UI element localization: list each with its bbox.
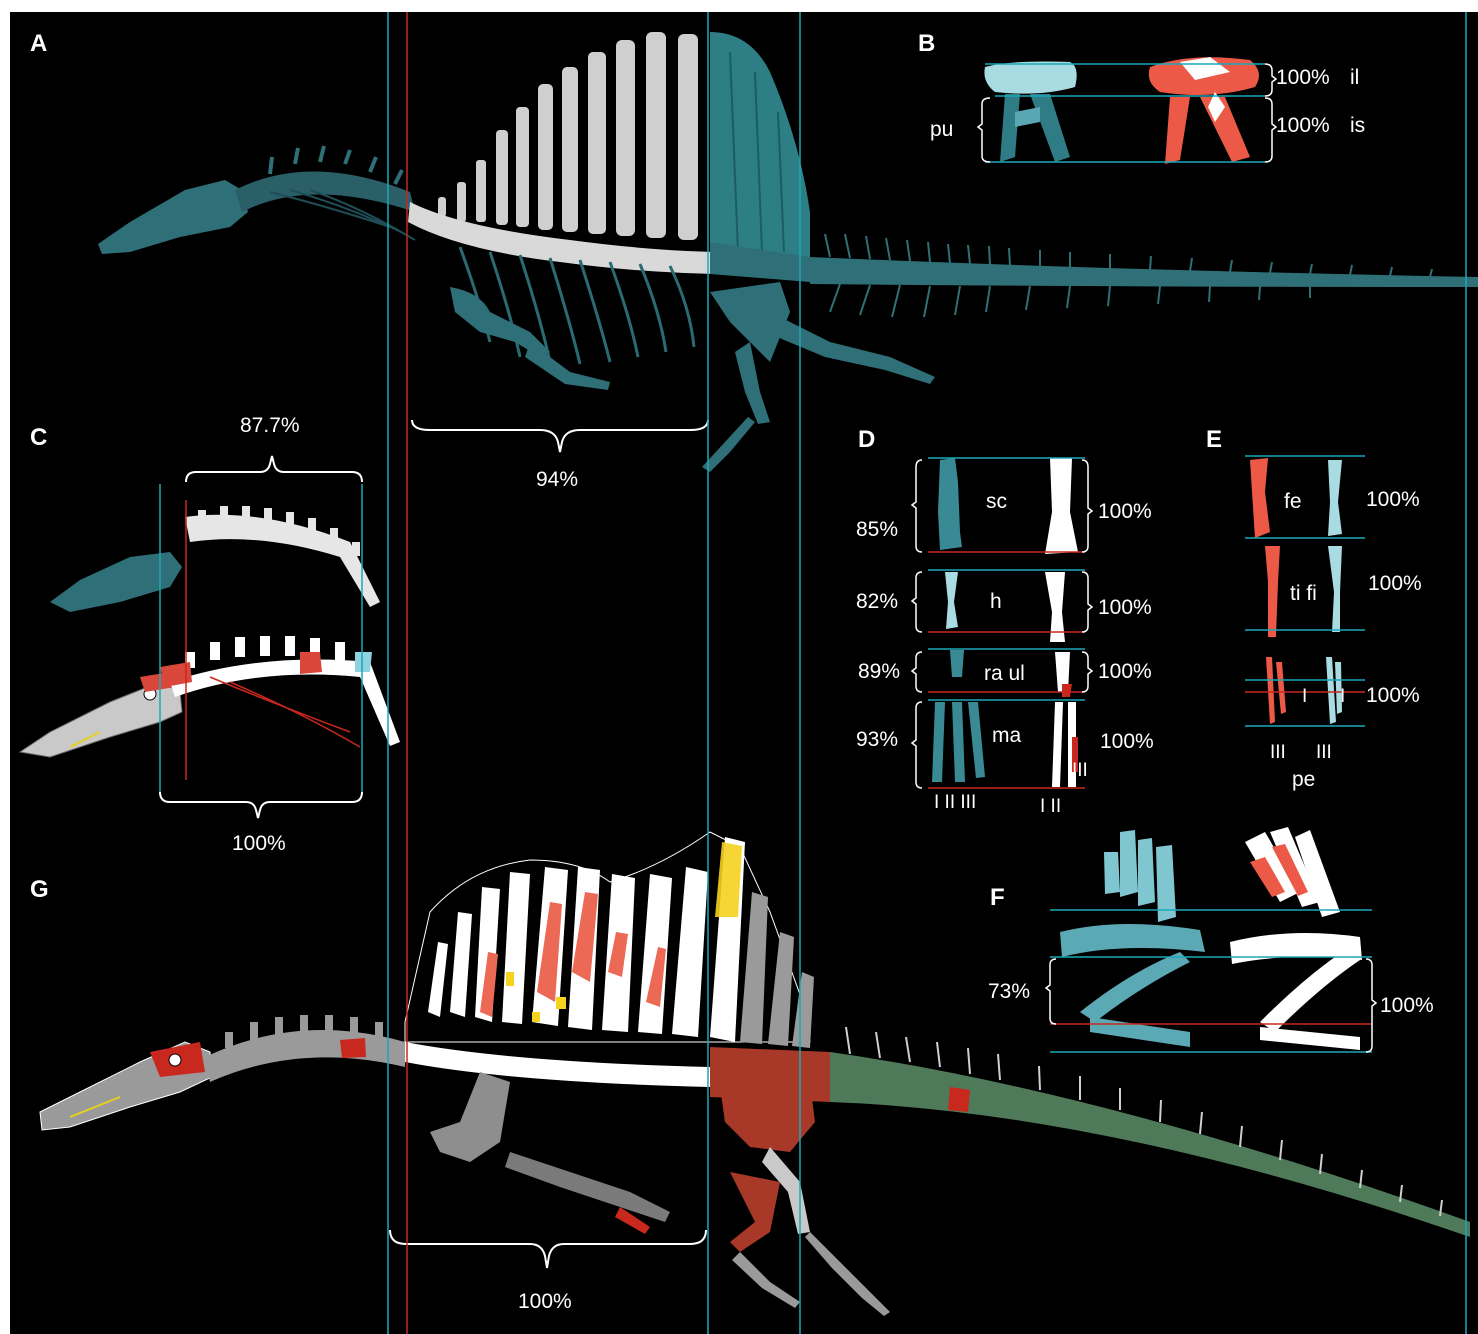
panel-label-f: F (990, 884, 1005, 912)
panel-g-bracket (390, 1230, 706, 1268)
panel-a-skeleton (98, 32, 1478, 472)
panel-label-e: E (1206, 426, 1222, 454)
panel-d-raul-label: ra ul (984, 662, 1025, 686)
panel-b-pubis-label: pu (930, 118, 953, 142)
panel-a-bracket (412, 420, 708, 452)
sail-rear-a (710, 32, 810, 262)
panel-e-digit-iii-right: III (1316, 742, 1332, 764)
panel-f-right-percent: 100% (1380, 994, 1434, 1018)
panel-e-tifi-label: ti fi (1290, 582, 1317, 606)
panel-label-c: C (30, 424, 47, 452)
panel-label-a: A (30, 30, 47, 58)
panel-a-sail-percent: 94% (536, 468, 578, 492)
panel-d-sc-right-percent: 100% (1098, 500, 1152, 524)
panel-e-digit-i-right: I (1340, 686, 1345, 708)
panel-e-tifi-percent: 100% (1368, 572, 1422, 596)
tail-a (810, 257, 1478, 287)
panel-d-h-left-percent: 82% (856, 590, 898, 614)
panel-c (20, 456, 400, 818)
panel-d-ma-right-percent: 100% (1100, 730, 1154, 754)
figure-drawing (10, 12, 1478, 1334)
panel-b-ilium-label: il (1350, 66, 1359, 90)
panel-g-skeleton (40, 832, 1470, 1316)
panel-c-bottom-percent: 100% (232, 832, 286, 856)
panel-d-sc-left-percent: 85% (856, 518, 898, 542)
panel-d-raul-left-percent: 89% (858, 660, 900, 684)
figure-panel: A B C D E F G 94% pu 100% il 100% is 87.… (10, 12, 1478, 1334)
tail-g (830, 1052, 1470, 1237)
panel-b-is-percent: 100% (1276, 114, 1330, 138)
panel-e-digit-iii-left: III (1270, 742, 1286, 764)
panel-label-b: B (918, 30, 935, 58)
panel-f (1046, 827, 1376, 1052)
panel-e-fe-label: fe (1284, 490, 1302, 514)
panel-f-left-percent: 73% (988, 980, 1030, 1004)
panel-d-digit-iii-label: III (1072, 760, 1088, 782)
panel-c-top-percent: 87.7% (240, 414, 300, 438)
panel-d-h-label: h (990, 590, 1002, 614)
panel-d-raul-right-percent: 100% (1098, 660, 1152, 684)
panel-d-sc-label: sc (986, 490, 1007, 514)
panel-e-pes-label: pe (1292, 768, 1315, 792)
panel-d-digits-left: I II III (934, 792, 976, 814)
panel-b-pelvis (984, 57, 1259, 164)
panel-d-ma-left-percent: 93% (856, 728, 898, 752)
panel-d-ma-label: ma (992, 724, 1021, 748)
panel-d-h-right-percent: 100% (1098, 596, 1152, 620)
panel-b-ischium-label: is (1350, 114, 1365, 138)
panel-label-d: D (858, 426, 875, 454)
panel-g-sail-percent: 100% (518, 1290, 572, 1314)
panel-d-digits-right: I II (1040, 796, 1061, 818)
skull-a (98, 180, 248, 254)
panel-label-g: G (30, 876, 49, 904)
panel-e-pe-percent: 100% (1366, 684, 1420, 708)
panel-e-fe-percent: 100% (1366, 488, 1420, 512)
panel-b-il-percent: 100% (1276, 66, 1330, 90)
panel-e-digit-i-left: I (1302, 686, 1307, 708)
